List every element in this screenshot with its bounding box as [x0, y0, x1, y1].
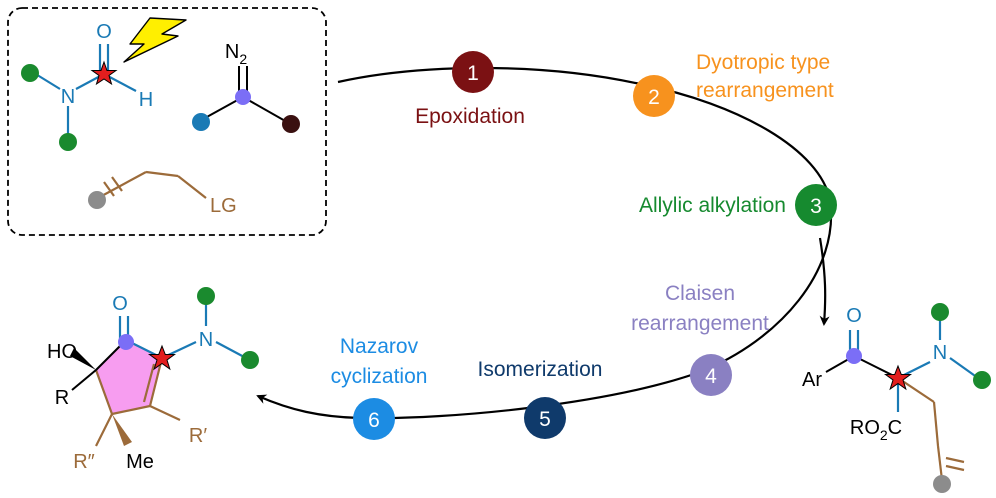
star-marker	[90, 60, 118, 86]
carbene-dot	[846, 348, 862, 364]
formamide-structure: O N H	[21, 17, 187, 151]
carbene-dot	[118, 334, 134, 350]
step-5-number: 5	[539, 408, 551, 431]
substituent-dot	[21, 64, 39, 82]
step-5-label: Isomerization	[478, 358, 603, 381]
substituent-dot	[197, 287, 215, 305]
substituent-dot	[973, 371, 991, 389]
substituent-dot	[282, 115, 300, 133]
diazo-nitrogen: N2	[225, 41, 247, 67]
hydroxy-label: HO	[47, 341, 77, 363]
step-1-label: Epoxidation	[415, 105, 525, 128]
step-1: 1 Epoxidation	[415, 51, 525, 128]
step-2-label-line2: rearrangement	[696, 79, 834, 102]
allyl-structure: LG	[88, 170, 237, 217]
step-6-label-line2: cyclization	[331, 365, 428, 388]
step-2: 2 Dyotropic type rearrangement	[633, 51, 834, 117]
substituent-dot	[931, 303, 949, 321]
leaving-group-label: LG	[210, 195, 237, 217]
step-2-number: 2	[648, 86, 660, 109]
step-3-label: Allylic alkylation	[639, 194, 786, 217]
step-4: 4 Claisen rearrangement	[631, 282, 769, 396]
intermediate-nitrogen: N	[933, 342, 947, 364]
aryl-label: Ar	[802, 369, 822, 391]
ester-label: RO2C	[850, 417, 902, 443]
substituent-dot	[933, 475, 951, 493]
step-2-circle	[633, 75, 675, 117]
reagent-box	[7, 7, 327, 236]
methyl-label: Me	[126, 451, 154, 473]
step-2-label-line1: Dyotropic type	[696, 51, 830, 74]
star-marker	[883, 364, 913, 391]
branch-arrow	[818, 237, 830, 326]
step-5-circle	[524, 397, 566, 439]
substituent-dot	[192, 113, 210, 131]
carbene-dot	[235, 89, 251, 105]
step-6-number: 6	[368, 409, 380, 432]
formamide-nitrogen: N	[61, 86, 75, 108]
step-1-number: 1	[467, 62, 479, 85]
product-nitrogen: N	[199, 329, 213, 351]
formamide-hydrogen: H	[139, 89, 153, 111]
intermediate-structure: O Ar N RO2C	[802, 303, 991, 493]
substituent-dot	[241, 351, 259, 369]
step-6-circle	[353, 398, 395, 440]
formamide-oxygen: O	[96, 21, 112, 43]
lightning-icon	[123, 17, 187, 63]
star-marker	[147, 344, 177, 371]
diazo-structure: N2	[192, 41, 300, 133]
step-4-label-line2: rearrangement	[631, 312, 769, 335]
step-6-label-line1: Nazarov	[340, 335, 419, 358]
step-3: 3 Allylic alkylation	[639, 184, 837, 226]
intermediate-oxygen: O	[846, 305, 862, 327]
step-6: 6 Nazarov cyclization	[331, 335, 428, 440]
step-5: 5 Isomerization	[478, 358, 603, 439]
substituent-dot	[88, 191, 106, 209]
cyclopentenone-ring	[96, 340, 162, 414]
r-prime-label: R′	[189, 425, 207, 447]
hydroxy-wedge-bond	[70, 348, 96, 370]
product-oxygen: O	[112, 293, 128, 315]
step-4-label-line1: Claisen	[665, 282, 735, 305]
step-4-circle	[690, 354, 732, 396]
step-1-circle	[452, 51, 494, 93]
step-3-circle	[795, 184, 837, 226]
step-4-number: 4	[705, 365, 717, 388]
r-double-prime-label: R″	[73, 451, 95, 473]
r-label: R	[55, 387, 69, 409]
step-3-number: 3	[810, 195, 822, 218]
substituent-dot	[59, 133, 77, 151]
methyl-wedge-bond	[112, 414, 132, 446]
product-structure: O N HO R R″ Me R′	[47, 287, 259, 473]
